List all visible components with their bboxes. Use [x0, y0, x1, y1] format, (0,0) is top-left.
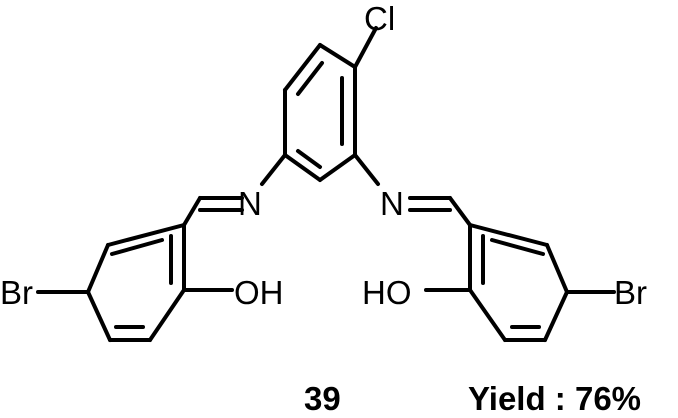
yield-label: Yield : 76% — [468, 380, 641, 417]
right-imine-n-label: N — [380, 185, 404, 222]
compound-number: 39 — [304, 380, 341, 417]
left-hydroxyl-label: OH — [234, 274, 284, 311]
central-benzene-ring — [283, 43, 357, 182]
chloro-label: Cl — [364, 0, 395, 37]
left-bromo-label: Br — [0, 274, 33, 311]
right-bromo-label: Br — [614, 274, 647, 311]
left-phenol-ring — [86, 223, 186, 342]
c-cl-bond — [353, 26, 378, 69]
right-hydroxyl-label: HO — [362, 274, 412, 311]
right-imine-linkage — [353, 153, 472, 227]
left-imine-linkage — [182, 153, 287, 227]
right-phenol-ring — [468, 223, 569, 342]
left-imine-n-label: N — [238, 185, 262, 222]
